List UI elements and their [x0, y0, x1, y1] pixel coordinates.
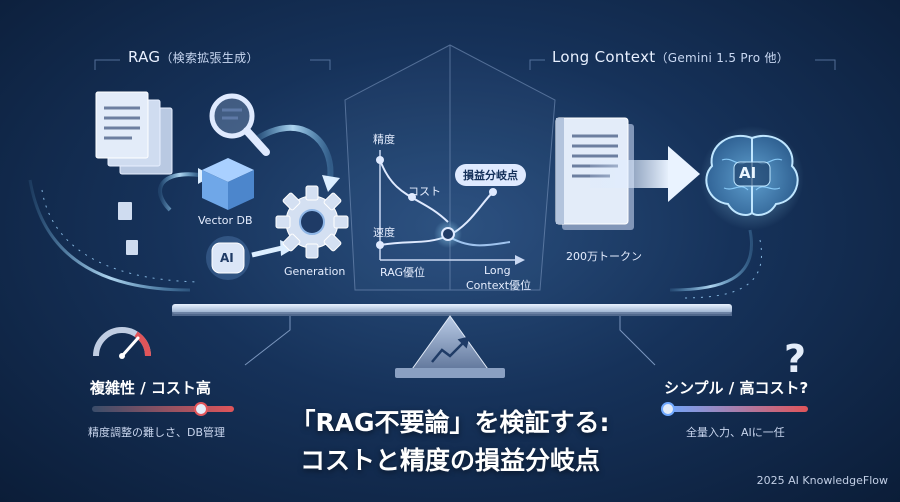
gear-icon [275, 185, 349, 259]
graph-speed-label: 速度 [373, 226, 395, 239]
left-header-bracket [94, 59, 331, 70]
question-icon: ? [784, 337, 806, 381]
arrow-right-icon [590, 146, 700, 202]
left-panel-desc: 精度調整の難しさ、DB管理 [88, 426, 226, 439]
rag-flow [28, 124, 340, 292]
right-panel-title: シンプル / 高コスト? [664, 379, 809, 397]
ai-chip-label: AI [220, 251, 234, 265]
main-title-line-1: 「RAG不要論」を検証する: [290, 408, 610, 437]
long-advantage-label-1: Long [484, 264, 511, 277]
rag-advantage-label: RAG優位 [380, 266, 426, 279]
seesaw-beam [172, 304, 732, 316]
svg-text:?: ? [784, 337, 806, 381]
brain-icon [700, 126, 804, 230]
small-doc-icon [118, 202, 138, 255]
breakeven-badge: 損益分岐点 [455, 164, 526, 186]
long-context-flow [669, 229, 762, 299]
right-panel-desc: 全量入力、AIに一任 [686, 426, 785, 439]
magnifier-icon [209, 93, 270, 156]
brain-ai-label: AI [739, 164, 757, 182]
gauge-icon [93, 327, 152, 359]
footer-credit: 2025 AI KnowledgeFlow [756, 474, 888, 487]
breakeven-graph [376, 150, 525, 265]
tokens-label: 200万トークン [566, 250, 642, 263]
trend-icon [431, 336, 470, 363]
right-cost-bar [661, 402, 808, 416]
long-context-header: Long Context（Gemini 1.5 Pro 他） [552, 48, 790, 66]
fulcrum [395, 315, 505, 378]
cube-icon [202, 158, 254, 210]
long-advantage-label-2: Context優位 [466, 279, 532, 292]
graph-cost-label: コスト [408, 185, 441, 198]
main-title-line-2: コストと精度の損益分岐点 [299, 446, 600, 475]
ai-chip-icon [206, 236, 250, 280]
vector-db-label: Vector DB [198, 214, 253, 227]
left-complexity-bar [92, 402, 234, 416]
rag-header: RAG（検索拡張生成） [128, 48, 259, 66]
graph-precision-label: 精度 [373, 133, 395, 146]
right-header-bracket [529, 59, 836, 70]
left-panel-title: 複雑性 / コスト高 [90, 379, 211, 397]
central-frame [344, 44, 556, 291]
generation-label: Generation [284, 265, 346, 278]
connector-lines [244, 316, 656, 366]
documents-icon [95, 91, 173, 175]
